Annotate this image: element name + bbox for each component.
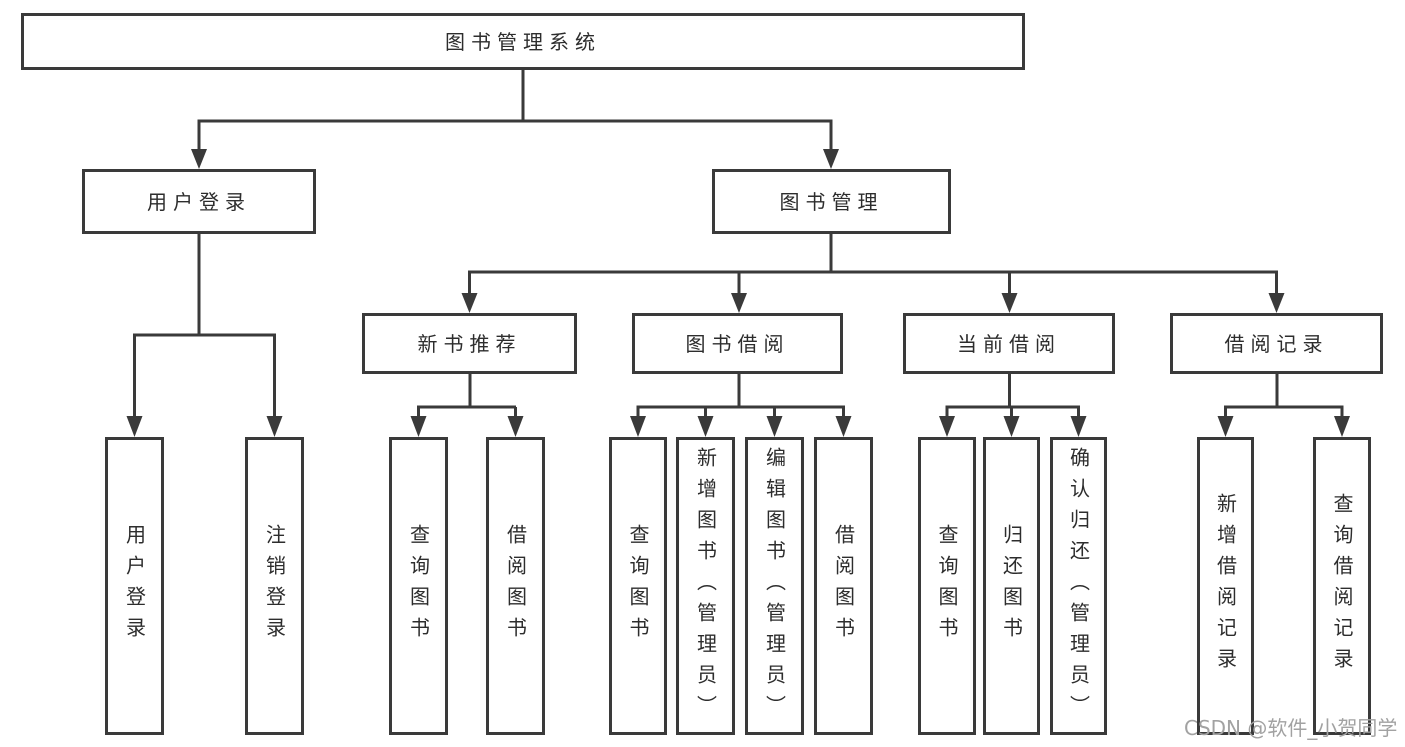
csdn-watermark: CSDN @软件_小贺同学	[1184, 716, 1398, 740]
leaf-logout: 注销登录	[245, 437, 304, 735]
node-library-management-system: 图书管理系统	[21, 13, 1025, 70]
leaf-confirm-return-admin: 确认归还（管理员）	[1050, 437, 1107, 735]
node-user-login: 用户登录	[82, 169, 316, 234]
leaf-return-book: 归还图书	[983, 437, 1040, 735]
leaf-query-books-borrowing: 查询图书	[609, 437, 667, 735]
leaf-query-borrow-record: 查询借阅记录	[1313, 437, 1371, 735]
node-book-management: 图书管理	[712, 169, 951, 234]
node-borrowing-records: 借阅记录	[1170, 313, 1383, 374]
leaf-query-books-current: 查询图书	[918, 437, 976, 735]
leaf-query-books-recommend: 查询图书	[389, 437, 448, 735]
leaf-borrow-books-recommend: 借阅图书	[486, 437, 545, 735]
node-book-borrowing: 图书借阅	[632, 313, 843, 374]
leaf-edit-book-admin: 编辑图书（管理员）	[745, 437, 804, 735]
leaf-user-login: 用户登录	[105, 437, 164, 735]
leaf-add-borrow-record: 新增借阅记录	[1197, 437, 1254, 735]
leaf-add-book-admin: 新增图书（管理员）	[676, 437, 735, 735]
node-current-borrowing: 当前借阅	[903, 313, 1115, 374]
leaf-borrow-books-borrowing: 借阅图书	[814, 437, 873, 735]
node-new-book-recommend: 新书推荐	[362, 313, 577, 374]
